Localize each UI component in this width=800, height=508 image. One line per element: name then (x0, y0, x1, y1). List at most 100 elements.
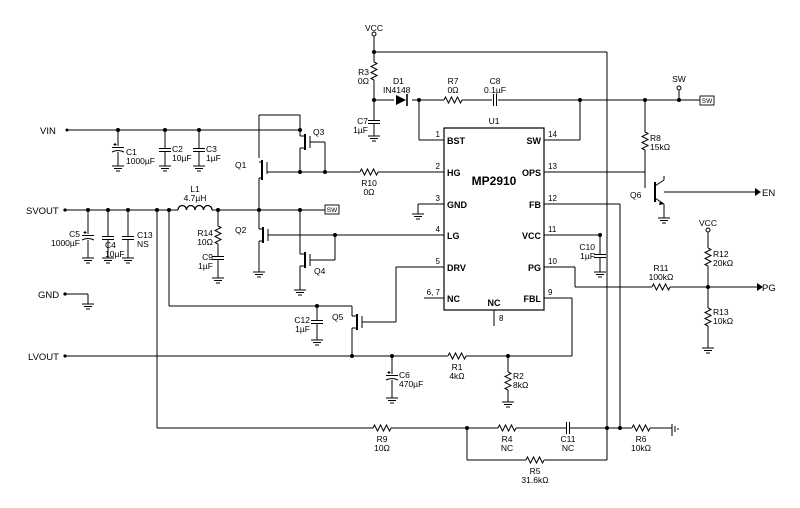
pin-14-name: SW (527, 136, 542, 146)
chip-name: MP2910 (472, 174, 517, 188)
r13-value: 10kΩ (713, 316, 733, 326)
r12-value: 20kΩ (713, 258, 733, 268)
c8: C8 0.1µF (484, 76, 506, 107)
pin-10-name: PG (528, 263, 541, 273)
q5: Q5 (332, 312, 363, 330)
r14-value: 10Ω (197, 237, 213, 247)
pin-3-num: 3 (436, 194, 441, 203)
pin-11-num: 11 (548, 225, 557, 234)
pin-13-name: OPS (522, 168, 541, 178)
c9-value: 1µF (198, 261, 213, 271)
c1-value: 1000µF (126, 156, 155, 166)
c9-ref: C9 (202, 252, 213, 262)
ground-symbols (81, 213, 715, 434)
q1-ref: Q1 (235, 160, 247, 170)
d1: D1 IN4148 (383, 76, 411, 106)
pin-1-name: BST (447, 136, 466, 146)
net-pg: PG (762, 283, 776, 294)
pin-12-name: FB (529, 200, 541, 210)
net-svout: SVOUT (26, 206, 59, 217)
r1-ref: R1 (452, 362, 463, 372)
pin-9-num: 9 (548, 288, 553, 297)
junction-dots (65, 50, 710, 430)
c6: C6 470µF (385, 370, 423, 404)
r4: R4 NC (497, 424, 517, 453)
c10-ref: C10 (579, 242, 595, 252)
r10: R10 0Ω (359, 168, 379, 197)
c2-ref: C2 (172, 144, 183, 154)
r12-ref: R12 (713, 249, 729, 259)
q3: Q3 (300, 127, 325, 150)
q1: Q1 (235, 160, 268, 180)
net-sw-right: SW (702, 98, 713, 105)
pin-11-name: VCC (522, 231, 542, 241)
r14: R14 10Ω (197, 225, 222, 247)
r8-ref: R8 (650, 133, 661, 143)
c2-value: 10µF (172, 153, 192, 163)
c8-value: 0.1µF (484, 85, 506, 95)
r6-ref: R6 (636, 434, 647, 444)
q5-ref: Q5 (332, 312, 344, 322)
r10-value: 0Ω (363, 187, 374, 197)
r5: R5 31.6kΩ (521, 456, 549, 485)
pin-8-name: NC (488, 298, 501, 308)
c13-value: NS (137, 239, 149, 249)
net-sw-mid: SW (327, 207, 338, 214)
pin-8-num: 8 (499, 314, 504, 323)
r7: R7 0Ω (443, 76, 463, 104)
l1-value: 4.7µH (184, 193, 207, 203)
c4-ref: C4 (105, 240, 116, 250)
r7-ref: R7 (448, 76, 459, 86)
net-labels: VIN SVOUT GND LVOUT VCC VCC SW EN PG SW … (26, 23, 776, 363)
pin-6-7-name: NC (447, 294, 460, 304)
c9: C9 1µF (198, 252, 225, 284)
chip-ref: U1 (489, 116, 500, 126)
pin-4-name: LG (447, 231, 460, 241)
pin-9-name: FBL (524, 294, 542, 304)
c2: C2 10µF (158, 144, 192, 172)
l1-ref: L1 (190, 184, 200, 194)
q4-ref: Q4 (314, 266, 326, 276)
r3: R3 0Ω (358, 61, 378, 86)
c7-value: 1µF (353, 125, 368, 135)
r4-ref: R4 (502, 434, 513, 444)
c10-value: 1µF (580, 251, 595, 261)
net-vcc-top: VCC (365, 23, 383, 33)
r1-value: 4kΩ (449, 371, 464, 381)
pin-13-num: 13 (548, 162, 557, 171)
pin-6-7-num: 6, 7 (427, 288, 441, 297)
c13: C13 NS (121, 230, 153, 264)
pin-12-num: 12 (548, 194, 557, 203)
r12: R12 20kΩ (704, 247, 733, 268)
c4: C4 10µF (101, 236, 125, 264)
r13: R13 10kΩ (704, 307, 733, 327)
r4-value: NC (501, 443, 513, 453)
r9-ref: R9 (377, 434, 388, 444)
q6: Q6 (630, 182, 671, 224)
r5-ref: R5 (530, 466, 541, 476)
r11: R11 100kΩ (649, 263, 673, 291)
c7-ref: C7 (357, 116, 368, 126)
r3-value: 0Ω (358, 76, 369, 86)
wires (65, 34, 757, 461)
d1-value: IN4148 (383, 85, 411, 95)
pin-2-name: HG (447, 168, 461, 178)
net-vin: VIN (40, 126, 56, 137)
c12: C12 1µF (294, 315, 324, 346)
c6-ref: C6 (399, 370, 410, 380)
c3-value: 1µF (206, 153, 221, 163)
net-lvout: LVOUT (28, 352, 59, 363)
r2: R2 8kΩ (504, 371, 528, 391)
net-en: EN (762, 188, 775, 199)
r10-ref: R10 (361, 178, 377, 188)
net-gnd: GND (38, 290, 59, 301)
c1-ref: C1 (126, 147, 137, 157)
c11: C11 NC (561, 421, 576, 453)
c3-ref: C3 (206, 144, 217, 154)
net-vcc-right: VCC (699, 218, 717, 228)
r8: R8 15kΩ (641, 131, 670, 152)
c1: C1 1000µF (111, 142, 155, 172)
pin-14-num: 14 (548, 130, 557, 139)
r8-value: 15kΩ (650, 142, 670, 152)
